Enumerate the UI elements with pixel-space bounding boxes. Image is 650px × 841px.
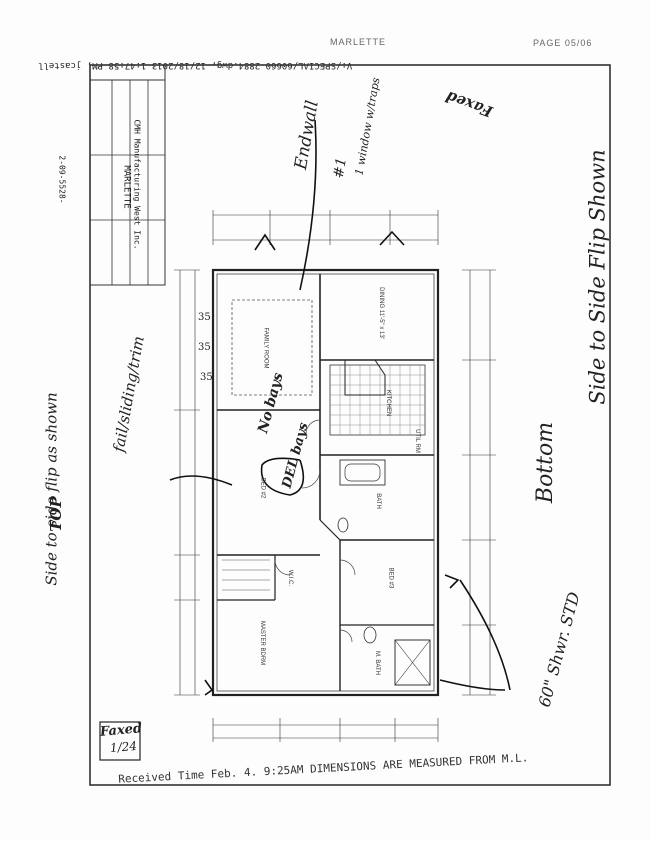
room-bed3: BED #3	[387, 567, 394, 589]
header-page-text: PAGE 05/06	[533, 38, 593, 48]
room-master: MASTER BDRM	[259, 620, 266, 666]
company-name: CMH Manufacturing West Inc.	[132, 119, 142, 250]
handwritten-side-flip: Side to Side Flip Shown	[585, 149, 610, 405]
handwritten-bottom-label: Bottom	[533, 421, 559, 504]
room-closet: W.I.C.	[287, 569, 294, 587]
room-bath: BATH	[374, 493, 381, 509]
handwritten-side-flip-left: Side to side flip as shown	[42, 392, 61, 586]
drawing-number: 2-09-5528-	[57, 155, 67, 204]
room-family: FAMILY ROOM	[262, 327, 269, 369]
svg-text:35: 35	[198, 312, 211, 323]
svg-text:35: 35	[200, 372, 213, 383]
handwritten-faxed-date: 1/24	[109, 738, 138, 756]
room-util: UTIL RM	[413, 429, 420, 453]
svg-text:35: 35	[198, 342, 211, 353]
model-name: MARLETTE	[121, 165, 132, 209]
room-kitchen: KITCHEN	[385, 389, 392, 417]
room-bed2: BED #2	[259, 477, 266, 499]
header-left-text: MARLETTE	[330, 37, 387, 47]
room-master-bath: M. BATH	[373, 651, 380, 675]
room-dining: DINING 11'-5" x 13'	[377, 287, 384, 339]
